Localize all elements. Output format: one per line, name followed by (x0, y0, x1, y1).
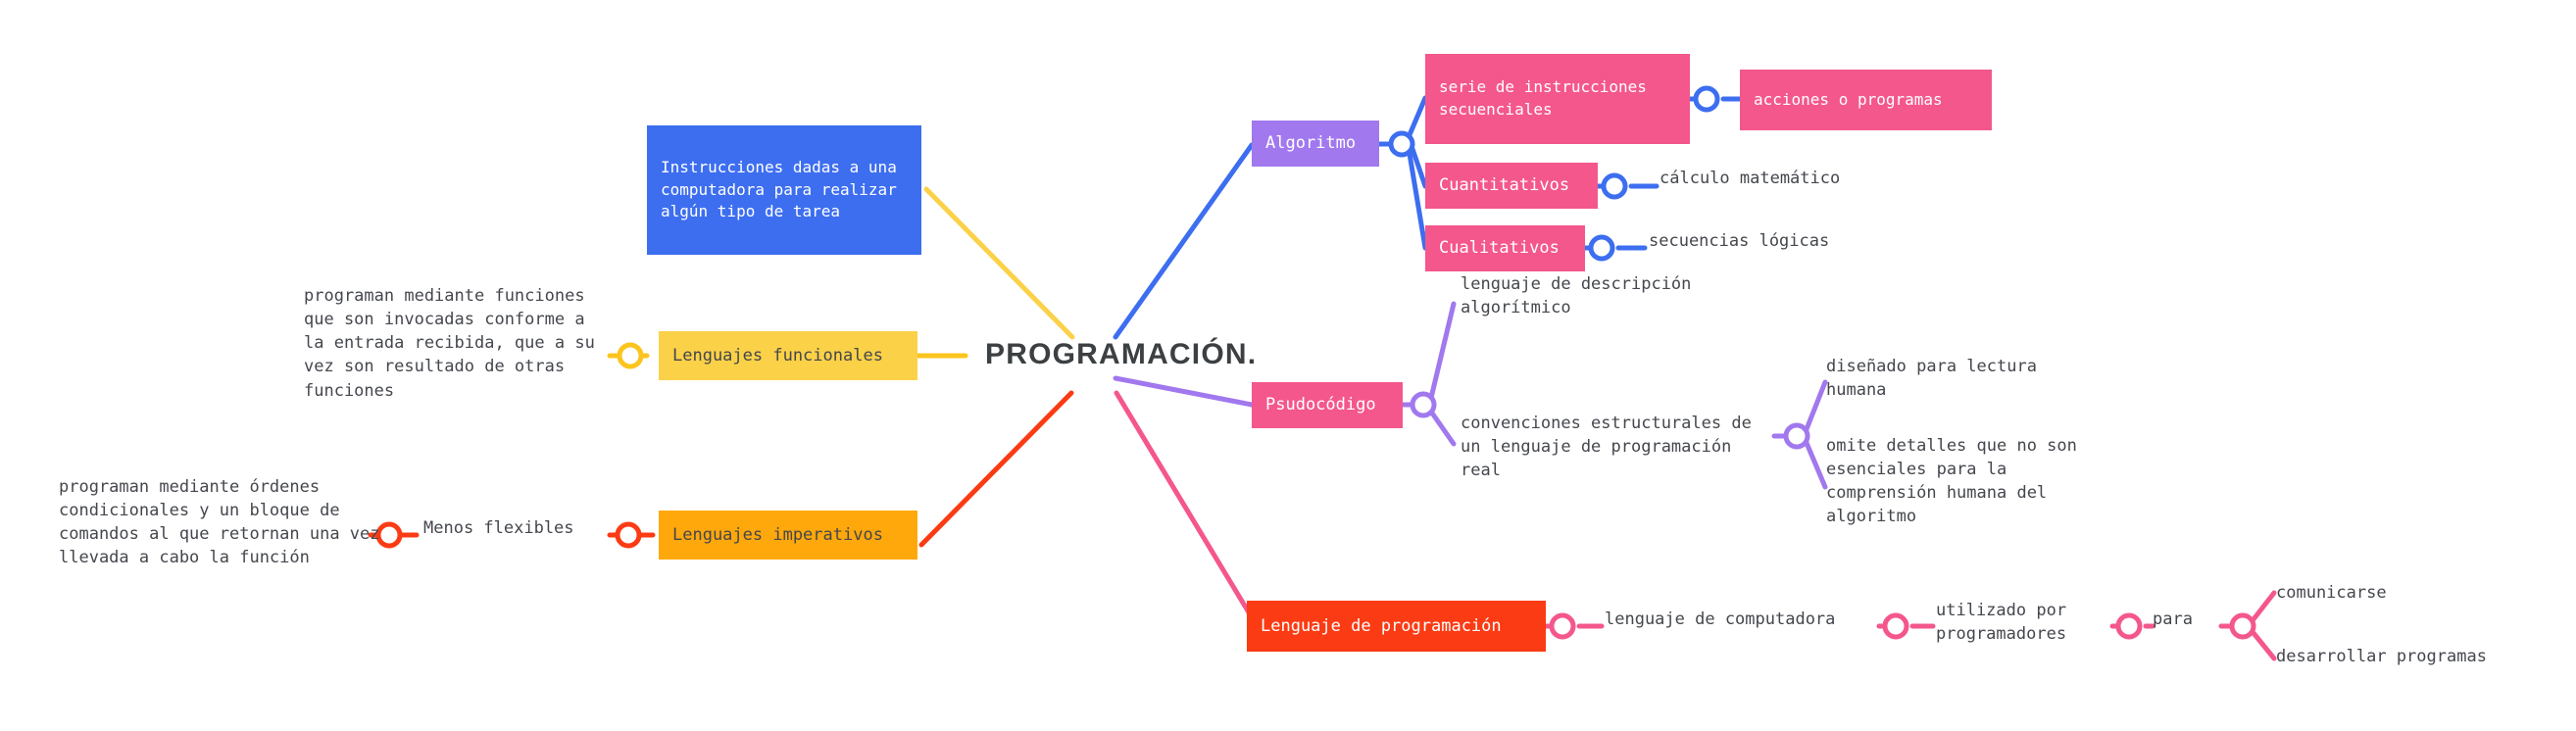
node-label-utilizado-programadores: utilizado por programadores (1936, 601, 2067, 645)
node-label-lenguaje-descripcion: lenguaje de descripción algorítmico (1461, 274, 1692, 318)
node-label-desarrollar-programas: desarrollar programas (2276, 647, 2487, 666)
node-cualitativos[interactable]: Cualitativos (1425, 225, 1585, 271)
node-label-serie-instrucciones: serie de instrucciones secuenciales (1439, 77, 1647, 119)
dot-up-para[interactable] (2115, 612, 2143, 640)
node-utilizado-programadores[interactable]: utilizado por programadores (1936, 599, 2112, 646)
node-disenado-lectura[interactable]: diseñado para lectura humana (1826, 355, 2091, 402)
node-omite-detalles[interactable]: omite detalles que no son esenciales par… (1826, 434, 2120, 529)
node-lenguaje-computadora[interactable]: lenguaje de computadora (1605, 608, 1879, 631)
node-acciones-programas[interactable]: acciones o programas (1740, 70, 1992, 130)
node-label-cuantitativos: Cuantitativos (1439, 175, 1570, 196)
connector-line-algoritmo-serie (1406, 95, 1428, 140)
node-label-lenguaje-computadora: lenguaje de computadora (1605, 609, 1836, 629)
node-programan-ordenes[interactable]: programan mediante órdenes condicionales… (59, 475, 382, 570)
dot-algoritmo[interactable] (1388, 130, 1415, 158)
node-convenciones-estructurales[interactable]: convenciones estructurales de un lenguaj… (1461, 412, 1764, 482)
connector-line-hub-lenguaje-prog (1114, 390, 1261, 630)
node-label-lenguajes-funcionales: Lenguajes funcionales (672, 345, 883, 366)
dot-cuant-calc[interactable] (1601, 172, 1628, 200)
node-label-para: para (2153, 609, 2193, 629)
node-cuantitativos[interactable]: Cuantitativos (1425, 163, 1598, 209)
connector-line-hub-instrucciones (923, 186, 1075, 340)
dot-serie-acciones[interactable] (1693, 85, 1720, 113)
node-serie-instrucciones[interactable]: serie de instrucciones secuenciales (1425, 54, 1690, 144)
node-label-convenciones-estructurales: convenciones estructurales de un lenguaj… (1461, 414, 1752, 481)
dot-lenguajes-funcionales[interactable] (617, 342, 644, 369)
node-calculo-matematico[interactable]: cálculo matemático (1660, 167, 1914, 190)
node-label-menos-flexibles: Menos flexibles (423, 518, 574, 538)
node-label-secuencias-logicas: secuencias lógicas (1649, 231, 1830, 251)
node-label-algoritmo: Algoritmo (1265, 133, 1357, 154)
connector-line-algoritmo-cual (1407, 151, 1428, 251)
dot-lc-up[interactable] (1882, 612, 1909, 640)
node-algoritmo[interactable]: Algoritmo (1252, 121, 1379, 167)
node-label-comunicarse: comunicarse (2276, 583, 2387, 603)
node-label-cualitativos: Cualitativos (1439, 238, 1560, 259)
node-desarrollar-programas[interactable]: desarrollar programas (2276, 645, 2531, 668)
dot-convenciones[interactable] (1783, 422, 1810, 450)
node-label-psudocodigo: Psudocódigo (1265, 395, 1376, 415)
connector-line-conv-omite (1804, 440, 1828, 490)
node-label-omite-detalles: omite detalles que no son esenciales par… (1826, 436, 2077, 527)
connector-line-psu-lenguaje (1428, 301, 1457, 401)
node-secuencias-logicas[interactable]: secuencias lógicas (1649, 229, 1904, 253)
dot-cual-sec[interactable] (1588, 234, 1615, 262)
node-para[interactable]: para (2153, 608, 2221, 631)
connector-line-para-comunicarse (2251, 590, 2277, 622)
connector-line-psu-convenciones (1428, 409, 1457, 447)
connector-line-algoritmo-cuant (1410, 146, 1428, 189)
node-label-disenado-lectura: diseñado para lectura humana (1826, 357, 2037, 401)
node-menos-flexibles[interactable]: Menos flexibles (423, 516, 629, 540)
node-label-instrucciones-dadas: Instrucciones dadas a una computadora pa… (661, 157, 897, 221)
node-programan-funciones[interactable]: programan mediante funciones que son inv… (304, 284, 608, 403)
node-comunicarse[interactable]: comunicarse (2276, 581, 2472, 605)
node-label-lenguaje-programacion: Lenguaje de programación (1261, 615, 1502, 636)
node-label-programan-ordenes: programan mediante órdenes condicionales… (59, 477, 380, 568)
connector-line-hub-psudocodigo (1113, 375, 1255, 408)
page-title: PROGRAMACIÓN. (985, 338, 1258, 370)
node-psudocodigo[interactable]: Psudocódigo (1252, 382, 1403, 428)
node-lenguaje-programacion[interactable]: Lenguaje de programación (1247, 601, 1546, 652)
connector-line-hub-imperativos (918, 390, 1074, 548)
node-lenguajes-funcionales[interactable]: Lenguajes funcionales (659, 331, 917, 380)
node-instrucciones-dadas[interactable]: Instrucciones dadas a una computadora pa… (647, 125, 921, 255)
node-lenguajes-imperativos[interactable]: Lenguajes imperativos (659, 511, 917, 560)
dot-para-split[interactable] (2229, 612, 2256, 640)
dot-lp-lc[interactable] (1549, 612, 1576, 640)
connector-line-conv-disenado (1804, 379, 1828, 432)
dot-psudocodigo[interactable] (1410, 391, 1437, 418)
node-label-calculo-matematico: cálculo matemático (1660, 169, 1841, 188)
connector-line-hub-algoritmo (1113, 142, 1255, 340)
node-lenguaje-descripcion[interactable]: lenguaje de descripción algorítmico (1461, 272, 1745, 319)
node-label-acciones-programas: acciones o programas (1754, 89, 1943, 109)
connector-line-para-desarrollar (2251, 630, 2277, 661)
node-label-lenguajes-imperativos: Lenguajes imperativos (672, 524, 883, 545)
node-label-programan-funciones: programan mediante funciones que son inv… (304, 286, 595, 401)
